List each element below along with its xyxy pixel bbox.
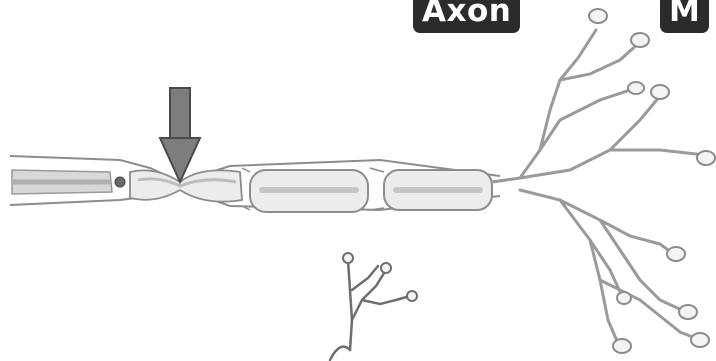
dendrite-buttons xyxy=(343,253,417,301)
myelin-segment-2 xyxy=(384,170,492,210)
axon-terminal-branches xyxy=(492,30,714,348)
clipped-label: M xyxy=(660,0,709,33)
dendrite-fragment xyxy=(330,260,410,360)
down-arrow-icon xyxy=(160,88,200,182)
node-of-ranvier xyxy=(115,177,125,187)
myelin-segment-1 xyxy=(250,170,368,212)
axon-label: Axon xyxy=(413,0,520,33)
terminal-buttons xyxy=(589,9,715,353)
damaged-segment xyxy=(130,170,242,201)
